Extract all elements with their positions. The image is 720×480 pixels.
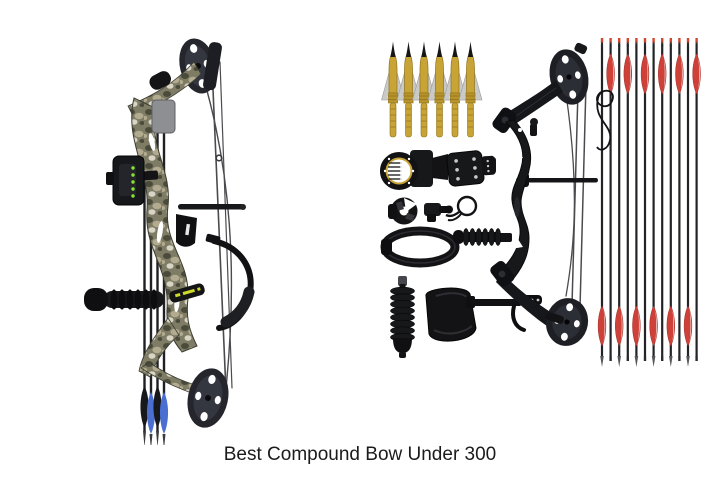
camo-compound-bow (84, 38, 255, 445)
rod-end (240, 204, 246, 210)
riser-cutout (156, 221, 164, 243)
arrow-set (597, 38, 701, 367)
quiver-arrow-vanes (140, 386, 169, 445)
cable-rod (516, 178, 598, 183)
cam-bracket (203, 42, 222, 91)
riser-sight-mount (481, 155, 496, 176)
riser-cutout (148, 133, 156, 151)
broadheads (381, 41, 483, 138)
kit-bow-sight (380, 150, 448, 190)
riser (131, 97, 198, 353)
bottom-cam (187, 368, 229, 428)
arrow-rest-clamp (424, 203, 453, 222)
release-trigger (511, 304, 526, 332)
grip-band (169, 283, 205, 303)
mounting-bracket (446, 150, 485, 187)
bow-sight (106, 155, 159, 206)
kit-stabilizer (390, 276, 415, 358)
front-stabilizer (84, 288, 164, 311)
caption: Best Compound Bow Under 300 (223, 444, 497, 465)
d-loop-cord (445, 195, 478, 222)
wrist-sling (205, 233, 255, 331)
compound-bow-kit (380, 38, 701, 367)
limb-dampener (149, 71, 172, 90)
peep-sight (215, 154, 223, 162)
kit-lower-limb (496, 272, 554, 326)
kit-bottom-cam (545, 298, 589, 346)
string-cord (596, 89, 614, 151)
arm-guard (380, 226, 460, 268)
accessory-mark (185, 223, 191, 236)
product-image (84, 38, 701, 445)
brush-arrow-rest (388, 197, 418, 225)
cable-guard-rod (178, 204, 244, 210)
bowstring-cables (203, 61, 233, 393)
mini-stabilizer (453, 228, 512, 246)
quiver-hood (151, 99, 176, 134)
kit-bow (453, 42, 598, 346)
